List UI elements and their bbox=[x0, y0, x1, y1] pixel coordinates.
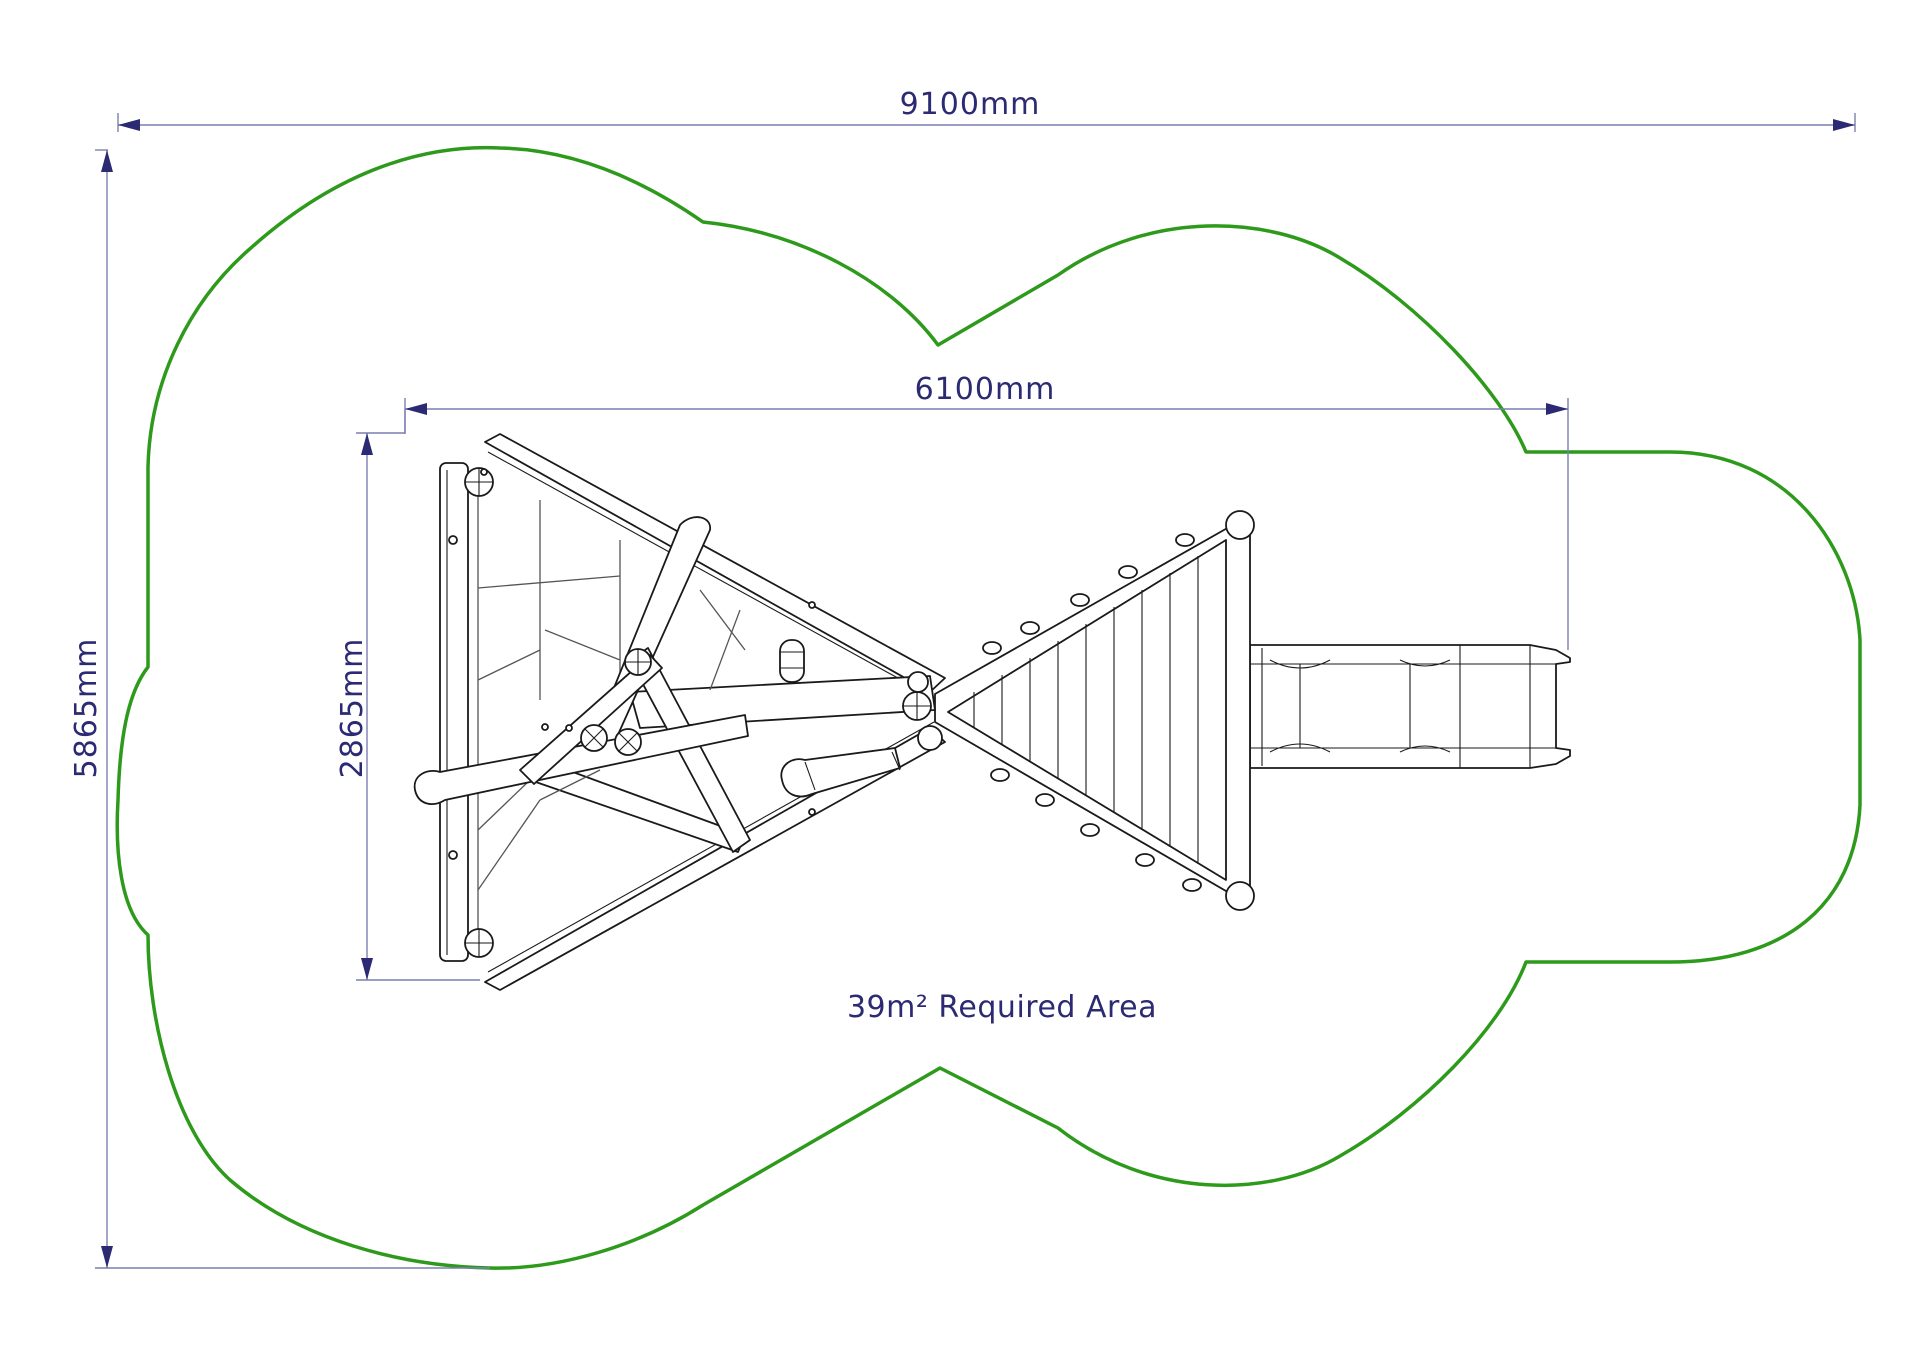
triangle-platform bbox=[934, 510, 1255, 911]
required-area-label: 39m² Required Area bbox=[847, 990, 1157, 1025]
equipment-depth-dimension: 2865mm bbox=[335, 410, 480, 981]
overall-width-label: 9100mm bbox=[900, 87, 1041, 122]
equipment-width-dimension: 6100mm bbox=[404, 372, 1569, 650]
climbing-net bbox=[477, 488, 746, 940]
left-post bbox=[439, 462, 469, 962]
stepping-log bbox=[779, 639, 805, 683]
overall-depth-label: 5865mm bbox=[69, 638, 104, 779]
required-area-boundary bbox=[115, 145, 1862, 1270]
equipment-width-label: 6100mm bbox=[915, 372, 1056, 407]
joint-connectors bbox=[464, 467, 943, 958]
equipment-depth-label: 2865mm bbox=[335, 638, 370, 779]
overall-depth-dimension: 5865mm bbox=[69, 149, 490, 1269]
slide bbox=[1249, 644, 1571, 769]
tunnel-tube bbox=[780, 747, 901, 798]
overall-width-dimension: 9100mm bbox=[117, 87, 1856, 132]
net-frame-beams bbox=[484, 433, 946, 991]
play-equipment bbox=[413, 433, 1571, 991]
